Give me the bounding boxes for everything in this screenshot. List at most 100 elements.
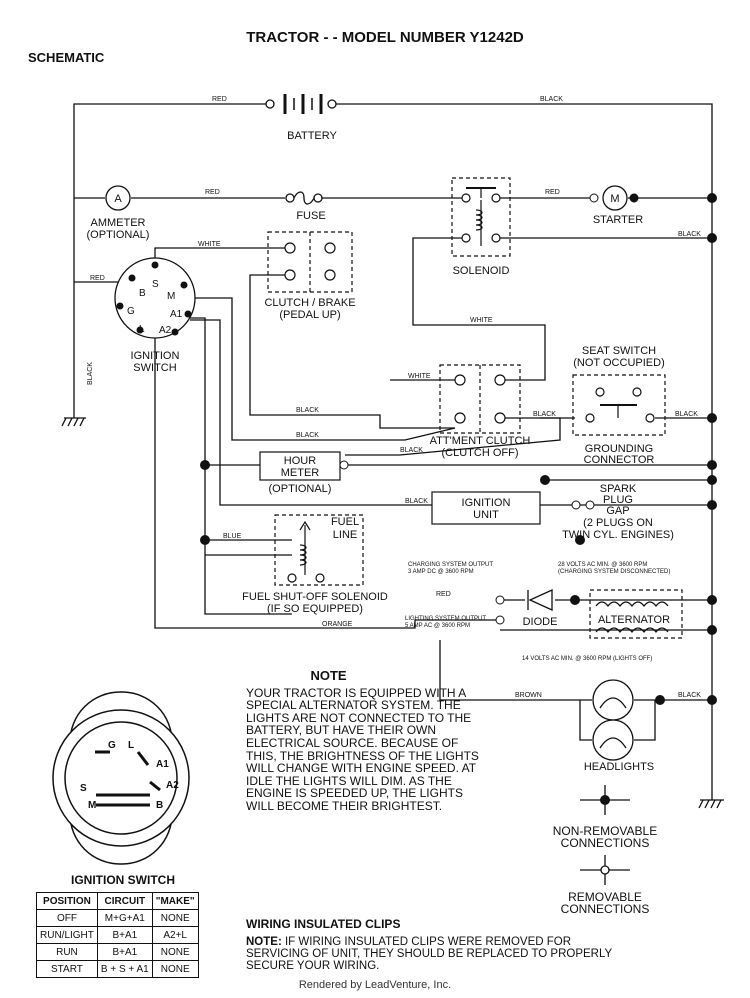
spark-plug-label-2: PLUG <box>603 494 633 506</box>
spark-plug-label: SPARK <box>600 483 637 495</box>
wire-white-3: WHITE <box>408 373 431 380</box>
wire-white-1: WHITE <box>198 241 221 248</box>
ammeter-symbol: A <box>114 193 122 205</box>
charging-output-caption: CHARGING SYSTEM OUTPUT <box>408 562 493 568</box>
table-cell: B + S + A1 <box>96 960 153 978</box>
ign-diagram-g: G <box>108 740 116 751</box>
table-header: "MAKE" <box>151 892 199 910</box>
alternator-label: ALTERNATOR <box>598 614 670 626</box>
table-row: RUN/LIGHT B+A1 A2+L <box>36 926 199 944</box>
table-cell: NONE <box>151 909 199 927</box>
ign-term-g: G <box>127 306 135 317</box>
starter-symbol: M <box>610 193 619 205</box>
legend-removable-icon <box>580 855 630 885</box>
wire-black-2: BLACK <box>296 432 319 439</box>
alt-28v-caption: 28 VOLTS AC MIN. @ 3600 RPM <box>558 562 647 568</box>
headlights-label: HEADLIGHTS <box>584 761 654 773</box>
wire-red-fuse: RED <box>205 189 220 196</box>
clips-note-label: NOTE: <box>246 936 282 948</box>
page-subtitle: SCHEMATIC <box>28 50 105 65</box>
starter <box>602 185 628 211</box>
table-cell: B+A1 <box>96 943 153 961</box>
alt-28v-caption-2: (CHARGING SYSTEM DISCONNECTED) <box>558 569 670 575</box>
ign-term-a1: A1 <box>170 309 183 320</box>
wire-black-6: BLACK <box>405 498 428 505</box>
wire-black-solenoid: BLACK <box>678 231 701 238</box>
ignition-switch-diagram <box>52 691 190 865</box>
table-cell: B+A1 <box>96 926 153 944</box>
grounding-connector-label-2: CONNECTOR <box>584 454 655 466</box>
seat-switch <box>572 374 666 436</box>
table-cell: NONE <box>151 943 199 961</box>
wire-black-3: BLACK <box>400 447 423 454</box>
ign-diagram-a2: A2 <box>166 780 179 791</box>
fuse <box>285 191 323 205</box>
spark-plug <box>571 500 581 510</box>
ammeter <box>105 185 131 211</box>
table-cell: OFF <box>36 909 98 927</box>
wire-red-ign: RED <box>90 275 105 282</box>
alt-14v-caption: 14 VOLTS AC MIN. @ 3600 RPM (LIGHTS OFF) <box>522 656 652 662</box>
wire-blue: BLUE <box>223 533 242 540</box>
wire-black-battery: BLACK <box>540 96 563 103</box>
legend-non-removable-icon <box>580 785 630 815</box>
clutch-brake-sub: (PEDAL UP) <box>279 309 340 321</box>
legend-removable: REMOVABLE CONNECTIONS <box>545 891 665 915</box>
diode <box>527 588 553 612</box>
fuel-line-label: FUEL <box>331 516 359 528</box>
table-cell: NONE <box>151 960 199 978</box>
solenoid <box>451 177 511 257</box>
lighting-output-caption: LIGHTING SYSTEM OUTPUT <box>405 616 486 622</box>
ign-term-l: L <box>139 324 145 335</box>
solenoid-label: SOLENOID <box>453 265 510 277</box>
lighting-output-caption-2: 5 AMP AC @ 3600 RPM <box>405 623 470 629</box>
table-row: START B + S + A1 NONE <box>36 960 199 978</box>
fuel-solenoid-sub: (IF SO EQUIPPED) <box>267 603 363 615</box>
starter-label: STARTER <box>593 214 643 226</box>
note-block: NOTE YOUR TRACTOR IS EQUIPPED WITH A SPE… <box>246 669 486 813</box>
fuel-solenoid-label: FUEL SHUT-OFF SOLENOID <box>242 591 388 603</box>
ignition-unit-label: IGNITION <box>462 497 511 509</box>
charging-output-caption-2: 3 AMP DC @ 3600 RPM <box>408 569 474 575</box>
table-cell: M+G+A1 <box>96 909 153 927</box>
wire-brown: BROWN <box>515 692 542 699</box>
table-cell: RUN <box>36 943 98 961</box>
seat-switch-label: SEAT SWITCH <box>582 345 656 357</box>
seat-switch-sub: (NOT OCCUPIED) <box>573 357 664 369</box>
table-cell: RUN/LIGHT <box>36 926 98 944</box>
ign-diagram-l: L <box>128 740 134 751</box>
ign-diagram-b: B <box>156 800 163 811</box>
attachment-clutch-switch <box>439 364 521 434</box>
clips-title: WIRING INSULATED CLIPS <box>246 917 401 931</box>
ign-term-s: S <box>152 279 159 290</box>
headlights <box>592 679 634 761</box>
clutch-brake-label: CLUTCH / BRAKE <box>264 297 355 309</box>
legend-non-removable-line1: NON-REMOVABLE <box>552 824 658 838</box>
spark-plug-note: (2 PLUGS ON <box>583 517 653 529</box>
ignition-unit-label-2: UNIT <box>473 509 499 521</box>
clips-note-text: IF WIRING INSULATED CLIPS WERE REMOVED F… <box>246 936 612 972</box>
legend-removable-line1: REMOVABLE <box>568 890 642 904</box>
ignition-table: POSITION CIRCUIT "MAKE" OFF M+G+A1 NONE … <box>36 892 199 978</box>
connection-dots <box>200 193 717 705</box>
note-body: YOUR TRACTOR IS EQUIPPED WITH A SPECIAL … <box>246 685 479 813</box>
wire-black-1: BLACK <box>296 407 319 414</box>
table-header: POSITION <box>36 892 98 910</box>
ignition-table-title: IGNITION SWITCH <box>71 873 175 887</box>
page-title: TRACTOR - - MODEL NUMBER Y1242D <box>246 29 524 46</box>
clutch-brake-switch <box>267 231 353 293</box>
legend-non-removable-line2: CONNECTIONS <box>560 836 650 850</box>
table-cell: A2+L <box>151 926 199 944</box>
wire-black-ground: BLACK <box>87 362 94 385</box>
table-cell: START <box>36 960 98 978</box>
table-row: RUN B+A1 NONE <box>36 943 199 961</box>
wiring-clips-note: WIRING INSULATED CLIPS NOTE: IF WIRING I… <box>246 918 626 972</box>
ign-diagram-m: M <box>88 800 96 811</box>
table-row: OFF M+G+A1 NONE <box>36 909 199 927</box>
wire-red-starter: RED <box>545 189 560 196</box>
wire-black-5: BLACK <box>675 411 698 418</box>
hour-meter-label-2: METER <box>281 467 320 479</box>
ignition-switch-label: IGNITION <box>131 350 180 362</box>
ammeter-label: AMMETER <box>91 217 146 229</box>
